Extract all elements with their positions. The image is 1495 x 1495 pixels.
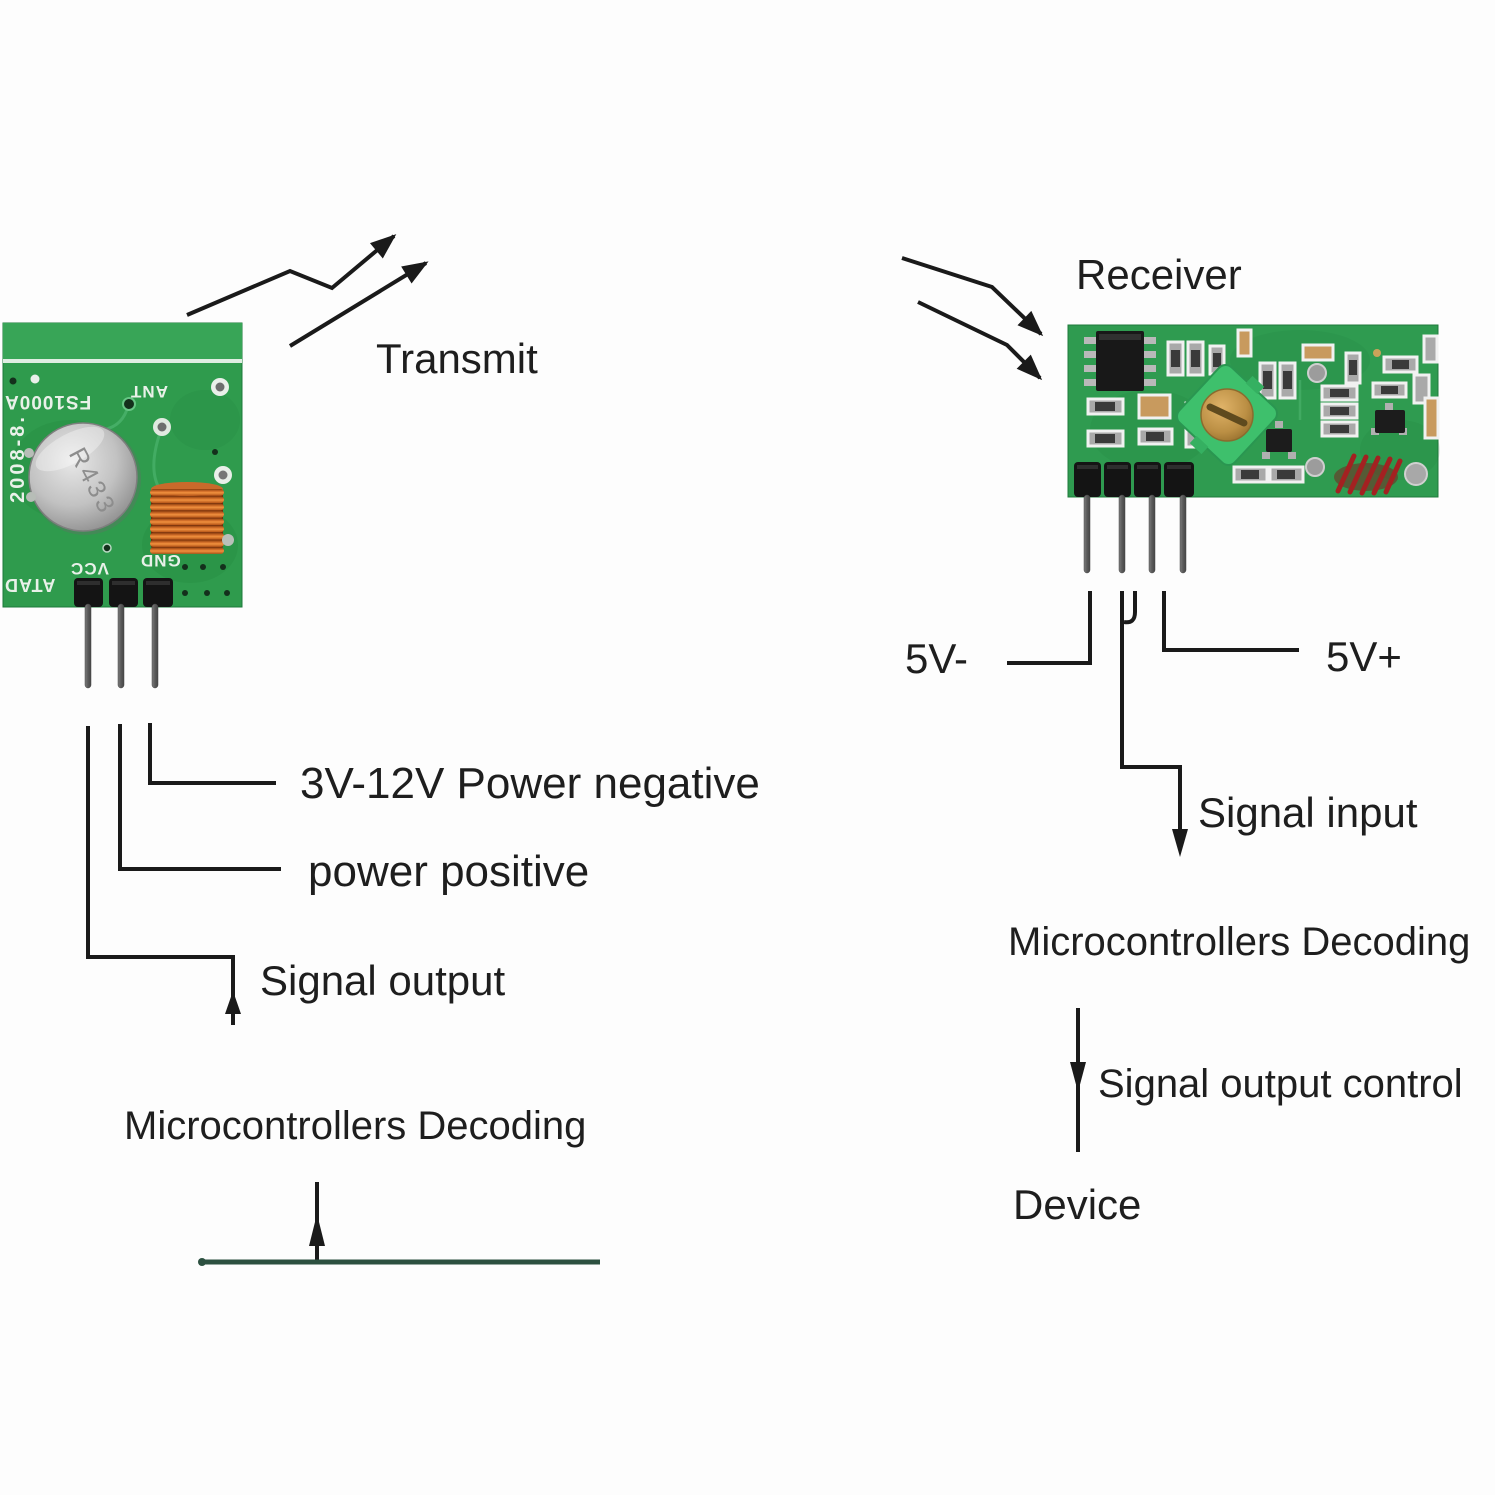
rx-signal-output-control-label: Signal output control <box>1098 1062 1463 1106</box>
rx-5v-plus-label: 5V+ <box>1326 633 1402 680</box>
rx-pin-vcc <box>1179 494 1187 574</box>
tx-pin-vcc <box>117 603 125 689</box>
tx-bus-line-end <box>198 1258 206 1266</box>
transmit-label: Transmit <box>376 335 538 382</box>
rx-5v-minus-wire <box>1007 591 1092 665</box>
receiver-module <box>1067 324 1440 574</box>
tx-power-positive-label: power positive <box>308 847 590 896</box>
receive-arrow-1 <box>901 256 1044 337</box>
tx-silk-ant: ANT <box>130 382 168 401</box>
rx-5v-plus-wire <box>1162 591 1299 652</box>
tx-pin-atad <box>84 603 92 689</box>
rx-pin-data2 <box>1148 494 1156 574</box>
rx-ic-chip <box>1084 331 1156 391</box>
tx-power-negative-label: 3V-12V Power negative <box>300 759 760 808</box>
rx-transistors <box>1262 403 1407 459</box>
rx-pin-header <box>1074 462 1194 497</box>
tx-signal-output-label: Signal output <box>260 957 506 1004</box>
rx-cap-round-3 <box>1404 462 1428 486</box>
rx-data-join-wire <box>1123 591 1137 625</box>
rx-pin-gnd <box>1083 494 1091 574</box>
transmitter-module <box>2 322 243 689</box>
tx-signal-up-arrowhead <box>225 991 241 1014</box>
tx-antenna-coil <box>150 482 234 554</box>
tx-silk-vcc: VCC <box>70 559 109 578</box>
tx-silk-atad: ATAD <box>4 575 56 595</box>
rx-cap-round-1 <box>1307 363 1327 383</box>
tx-decoder-up-arrowhead <box>309 1214 325 1246</box>
rx-cap-round-2 <box>1305 457 1325 477</box>
rx-device-label: Device <box>1013 1181 1142 1228</box>
tx-resonator-disc <box>24 422 141 535</box>
rx-signal-input-label: Signal input <box>1198 789 1418 836</box>
tx-pin-gnd <box>151 603 159 689</box>
tx-silk-model: FS1000A <box>4 391 92 412</box>
tx-pcb-holes <box>9 374 232 596</box>
tx-power-positive-wire <box>118 724 281 871</box>
transmit-wave-arrows <box>186 234 429 348</box>
tx-silk-date-code: 2008-8. <box>7 414 29 503</box>
transmit-arrow-2 <box>288 261 429 348</box>
receive-arrow-2 <box>917 300 1043 381</box>
rx-pins <box>1083 494 1187 574</box>
rx-smd-inner-bands <box>1095 350 1409 479</box>
rx-decoder-label: Microcontrollers Decoding <box>1008 920 1471 964</box>
rx-gold-via <box>1373 349 1381 357</box>
rx-device-down-arrowhead <box>1070 1062 1086 1092</box>
tx-power-negative-wire <box>148 723 276 785</box>
tx-silk-gnd: GND <box>140 551 181 570</box>
tx-pins <box>84 603 159 689</box>
rx-5v-minus-label: 5V- <box>905 635 969 682</box>
rx-pin-data1 <box>1118 494 1126 574</box>
receiver-title: Receiver <box>1076 251 1242 298</box>
tx-pcb-top-strip <box>3 323 242 361</box>
receive-wave-arrows <box>901 256 1044 381</box>
transmit-arrow-1 <box>186 234 397 317</box>
rx-trimmer-pot <box>1176 364 1278 466</box>
tx-decoder-label: Microcontrollers Decoding <box>124 1104 587 1148</box>
rx-signal-input-wire <box>1120 591 1182 845</box>
rx-coil <box>1334 453 1403 496</box>
tx-silkscreen-line <box>3 359 242 363</box>
tx-pin-header <box>74 578 173 607</box>
rx-signal-down-arrowhead <box>1172 829 1188 857</box>
tx-signal-output-wire <box>86 726 235 1025</box>
